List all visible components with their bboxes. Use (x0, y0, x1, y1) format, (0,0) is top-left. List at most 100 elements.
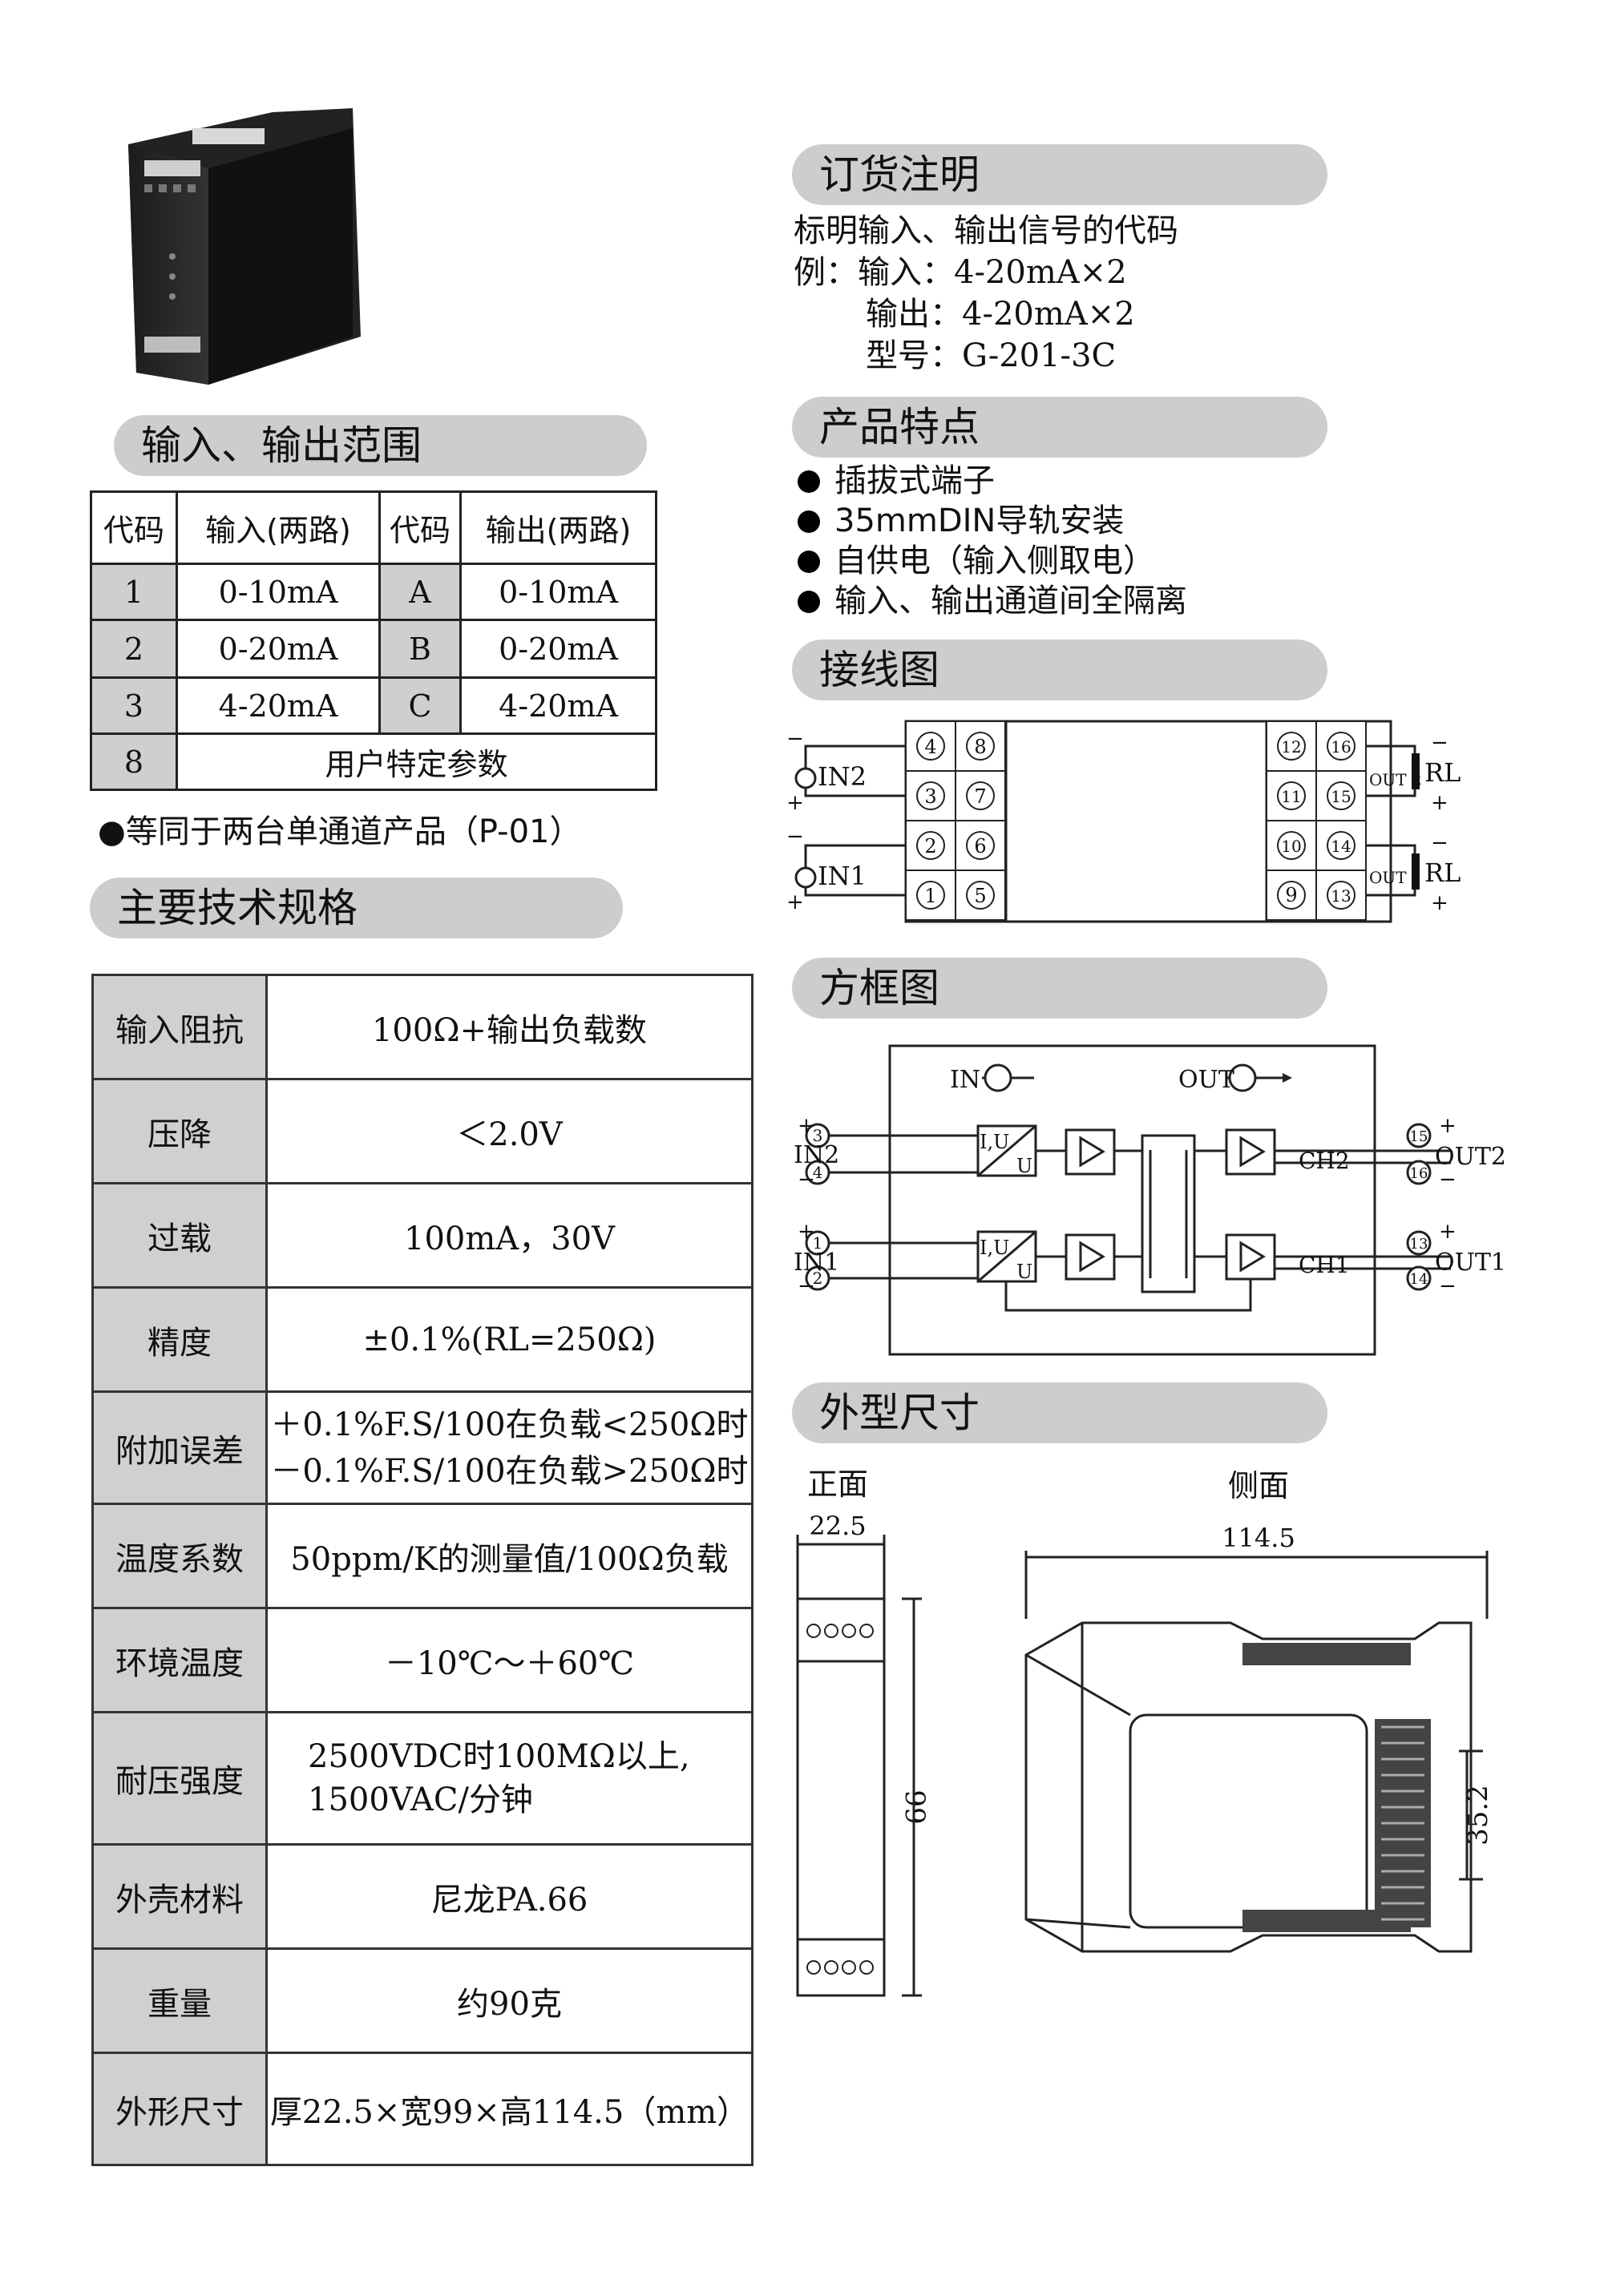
bullet-icon (798, 591, 820, 613)
spec-value: 50ppm/K的测量值/100Ω负载 (266, 1503, 753, 1609)
terminal-label: 6 (974, 835, 986, 857)
block-in2-label: IN2 (794, 1141, 839, 1169)
dimensions-title: 外型尺寸 (792, 1382, 1327, 1443)
spec-value: 尼龙PA.66 (266, 1844, 753, 1950)
ordering-block: 标明输入、输出信号的代码 例：输入：4-20mA×2 输出：4-20mA×2 型… (794, 210, 1178, 377)
terminal-label: 12 (1281, 737, 1301, 757)
features-title: 产品特点 (792, 397, 1327, 458)
spec-value: ＜2.0V (266, 1079, 753, 1184)
feature-item: 插拔式端子 (798, 461, 1187, 501)
front-label: 正面 (807, 1467, 868, 1502)
resistor-icon (1412, 753, 1420, 789)
block-in1-label: IN1 (794, 1249, 839, 1277)
ordering-input-label: 输入： (858, 254, 954, 291)
feature-item: 自供电（输入侧取电） (798, 541, 1187, 581)
terminal-label: 4 (924, 736, 936, 758)
wiring-in1-label: IN1 (818, 861, 867, 891)
plus-label: + (1439, 1114, 1457, 1138)
wiring-out2-label: OUT 2 (1369, 770, 1422, 789)
block-out1-label: OUT1 (1435, 1249, 1506, 1277)
spec-value: ＋0.1%F.S/100在负载<250Ω时 (270, 1406, 749, 1443)
minus-label: − (1431, 731, 1448, 755)
minus-label: − (786, 727, 804, 751)
spec-value: －0.1%F.S/100在负载>250Ω时 (270, 1452, 749, 1490)
wiring-title: 接线图 (792, 640, 1327, 700)
ordering-model-label: 型号： (866, 337, 962, 374)
terminal-label: 10 (1281, 837, 1301, 856)
spec-key: 外壳材料 (92, 1844, 268, 1950)
range-out-value: 4-20mA (459, 676, 657, 735)
spec-value: 100Ω+输出负载数 (266, 974, 753, 1080)
minus-label: − (798, 1274, 815, 1298)
spec-key: 附加误差 (92, 1391, 268, 1505)
product-photo (112, 96, 369, 401)
block-ch1-label: CH1 (1299, 1252, 1350, 1278)
range-table: 代码 输入(两路) 代码 输出(两路) 1 0-10mA A 0-10mA 2 … (90, 490, 657, 791)
range-in-value: 0-10mA (176, 563, 381, 621)
bullet-icon (798, 510, 820, 533)
terminal-label: 13 (1410, 1236, 1428, 1253)
block-ch2-label: CH2 (1299, 1148, 1350, 1174)
minus-label: − (1439, 1274, 1457, 1298)
spec-key: 精度 (92, 1287, 268, 1393)
plus-label: + (1431, 791, 1448, 815)
dimensions-drawing: 正面 侧面 22.5 114.5 99 35.2 (796, 1467, 1494, 1997)
block-u-label: U (1016, 1261, 1032, 1283)
range-header-in-code: 代码 (90, 490, 178, 565)
terminal-label: 16 (1331, 737, 1351, 757)
spec-key: 外形尺寸 (92, 2052, 268, 2165)
terminal-label: 2 (924, 835, 936, 857)
spec-key: 过载 (92, 1183, 268, 1289)
terminal-label: 5 (974, 885, 986, 907)
range-in-code: 2 (90, 619, 178, 679)
range-in-value: 0-20mA (176, 619, 381, 679)
spec-key: 输入阻抗 (92, 974, 268, 1080)
wiring-diagram: 4 3 2 1 8 7 6 5 12 11 10 9 16 15 14 13 −… (786, 720, 1461, 923)
spec-key: 耐压强度 (92, 1712, 268, 1846)
ordering-output-label: 输出： (866, 296, 962, 333)
block-diagram: IN OUT I,U U I,U U CH2 CH1 IN2 IN1 OUT2 … (794, 1044, 1506, 1356)
spec-key: 重量 (92, 1948, 268, 2054)
minus-label: − (786, 825, 804, 849)
terminal-label: 15 (1410, 1128, 1428, 1145)
range-title: 输入、输出范围 (114, 415, 647, 476)
plus-label: + (798, 1220, 815, 1244)
out-marker-icon (1228, 1063, 1257, 1092)
plus-label: + (786, 890, 804, 914)
terminal-label: 1 (924, 885, 936, 907)
ordering-output-value: 4-20mA×2 (962, 296, 1135, 333)
block-iu-label: I,U (980, 1131, 1009, 1153)
terminal-label: 1 (813, 1233, 823, 1253)
range-out-code: B (378, 619, 462, 679)
range-out-value: 0-20mA (459, 619, 657, 679)
plus-label: + (1431, 891, 1448, 915)
bottom-grille-icon (1242, 1910, 1411, 1932)
minus-label: − (1439, 1168, 1457, 1192)
spec-value: 约90克 (266, 1948, 753, 2054)
in-marker-icon (984, 1063, 1012, 1092)
range-in-value: 4-20mA (176, 676, 381, 735)
ordering-model-value: G-201-3C (962, 337, 1117, 374)
ordering-intro: 标明输入、输出信号的代码 (794, 212, 1178, 249)
top-grille-icon (1242, 1643, 1411, 1665)
specs-title: 主要技术规格 (90, 878, 623, 938)
range-note: ●等同于两台单通道产品（P-01） (98, 813, 582, 850)
side-width-label: 114.5 (1222, 1523, 1295, 1553)
feature-item: 35mmDIN导轨安装 (798, 501, 1187, 541)
spec-key: 温度系数 (92, 1503, 268, 1609)
range-in-code: 3 (90, 676, 178, 735)
terminal-label: 3 (813, 1126, 823, 1145)
terminal-label: 14 (1331, 837, 1351, 856)
spec-value: 1500VAC/分钟 (308, 1782, 533, 1818)
minus-label: − (798, 1168, 815, 1192)
range-out-code: A (378, 563, 462, 621)
range-custom-code: 8 (90, 732, 178, 791)
block-title: 方框图 (792, 958, 1327, 1019)
spec-key: 环境温度 (92, 1608, 268, 1713)
resistor-icon (1412, 853, 1420, 890)
spec-value: 100mA，30V (266, 1183, 753, 1289)
range-in-code: 1 (90, 563, 178, 621)
front-width-label: 22.5 (809, 1511, 866, 1541)
block-iu-label: I,U (980, 1237, 1009, 1259)
